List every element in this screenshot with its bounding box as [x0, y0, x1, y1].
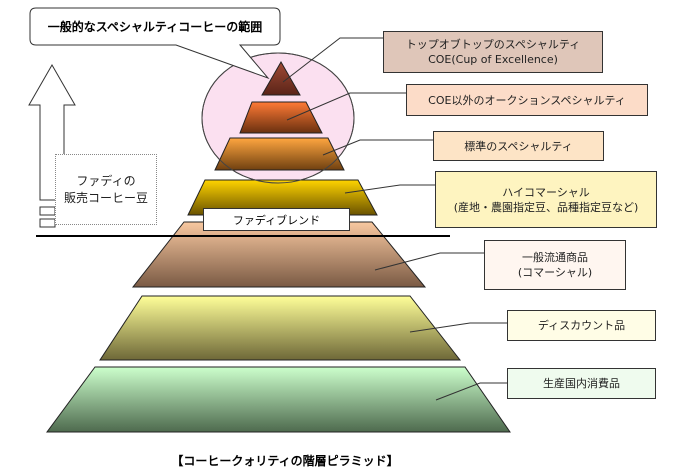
arrow-step [39, 206, 56, 216]
pyramid-tier-5 [131, 221, 427, 288]
tier-label-standard-specialty: 標準のスペシャルティ [433, 131, 604, 161]
leader-line-5 [374, 252, 484, 271]
specialty-range-outline [201, 52, 355, 184]
tier-label-auction: COE以外のオークションスペシャルティ [406, 84, 648, 116]
fadi-blend-box: ファディブレンド [203, 208, 350, 231]
pyramid-tier-6 [99, 295, 462, 361]
tier-label-high-commercial: ハイコマーシャル (産地・農園指定豆、品種指定豆など) [435, 171, 657, 228]
pyramid-tier-4 [187, 179, 378, 216]
fadi-beans-box: ファディの 販売コーヒー豆 [55, 154, 157, 225]
leader-line-1 [282, 37, 383, 83]
tier-label-coe: トップオブトップのスペシャルティ COE(Cup of Excellence) [383, 31, 603, 73]
tier-label-domestic: 生産国内消費品 [507, 368, 656, 399]
diagram-caption: 【コーヒークォリティの階層ピラミッド】 [171, 454, 399, 468]
leader-line-4 [344, 184, 435, 194]
leader-line-7 [435, 382, 507, 401]
arrow-step [39, 218, 56, 228]
tier-label-commercial: 一般流通商品 (コマーシャル) [484, 240, 626, 290]
tier-label-discount: ディスカウント品 [507, 310, 656, 341]
callout-bubble [29, 7, 281, 80]
pyramid-tier-2 [239, 101, 323, 134]
leader-line-3 [322, 139, 433, 156]
pyramid-tier-3 [214, 137, 345, 171]
callout-text: 一般的なスペシャルティコーヒーの範囲 [47, 20, 263, 34]
leader-line-6 [409, 322, 507, 333]
leader-line-2 [286, 92, 406, 121]
pyramid-tier-1 [261, 60, 301, 96]
pyramid-tier-7 [46, 366, 511, 433]
